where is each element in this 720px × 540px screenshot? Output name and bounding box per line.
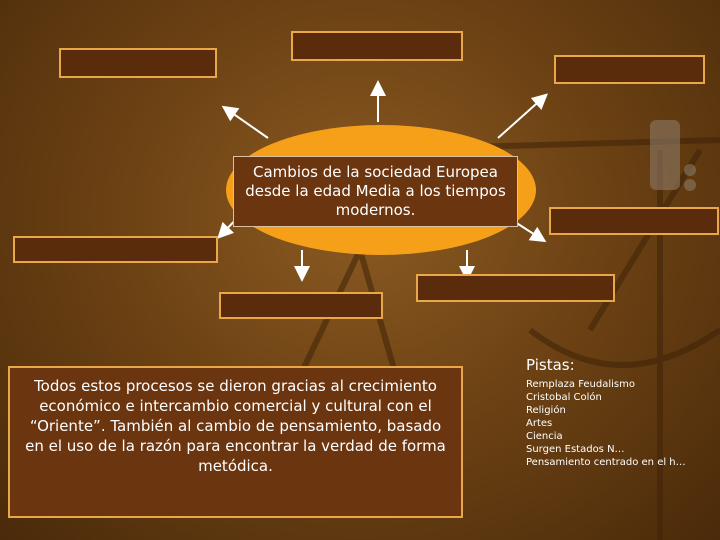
hints-list: Remplaza Feudalismo Cristobal Colón Reli… bbox=[526, 378, 686, 469]
hint-item: Ciencia bbox=[526, 431, 563, 442]
central-topic-box: Cambios de la sociedad Europea desde la … bbox=[233, 156, 518, 227]
blank-box-top-center bbox=[291, 31, 463, 61]
hints-title: Pistas: bbox=[526, 356, 575, 374]
hint-item: Religión bbox=[526, 405, 566, 416]
blank-box-bottom-left bbox=[219, 292, 383, 319]
blank-box-middle-right bbox=[549, 207, 719, 235]
hint-item: Artes bbox=[526, 418, 553, 429]
summary-box: Todos estos procesos se dieron gracias a… bbox=[8, 366, 463, 518]
hints-panel: Pistas: Remplaza Feudalismo Cristobal Co… bbox=[526, 356, 686, 469]
blank-box-top-left bbox=[59, 48, 217, 78]
hint-item: Surgen Estados N… bbox=[526, 444, 625, 455]
summary-text: Todos estos procesos se dieron gracias a… bbox=[25, 377, 446, 475]
blank-box-middle-left bbox=[13, 236, 218, 263]
hint-item: Cristobal Colón bbox=[526, 392, 602, 403]
hint-item: Remplaza Feudalismo bbox=[526, 379, 635, 390]
hint-item: Pensamiento centrado en el h… bbox=[526, 457, 686, 468]
blank-box-bottom-right bbox=[416, 274, 615, 302]
blank-box-top-right bbox=[554, 55, 705, 84]
central-topic-text: Cambios de la sociedad Europea desde la … bbox=[245, 163, 506, 219]
